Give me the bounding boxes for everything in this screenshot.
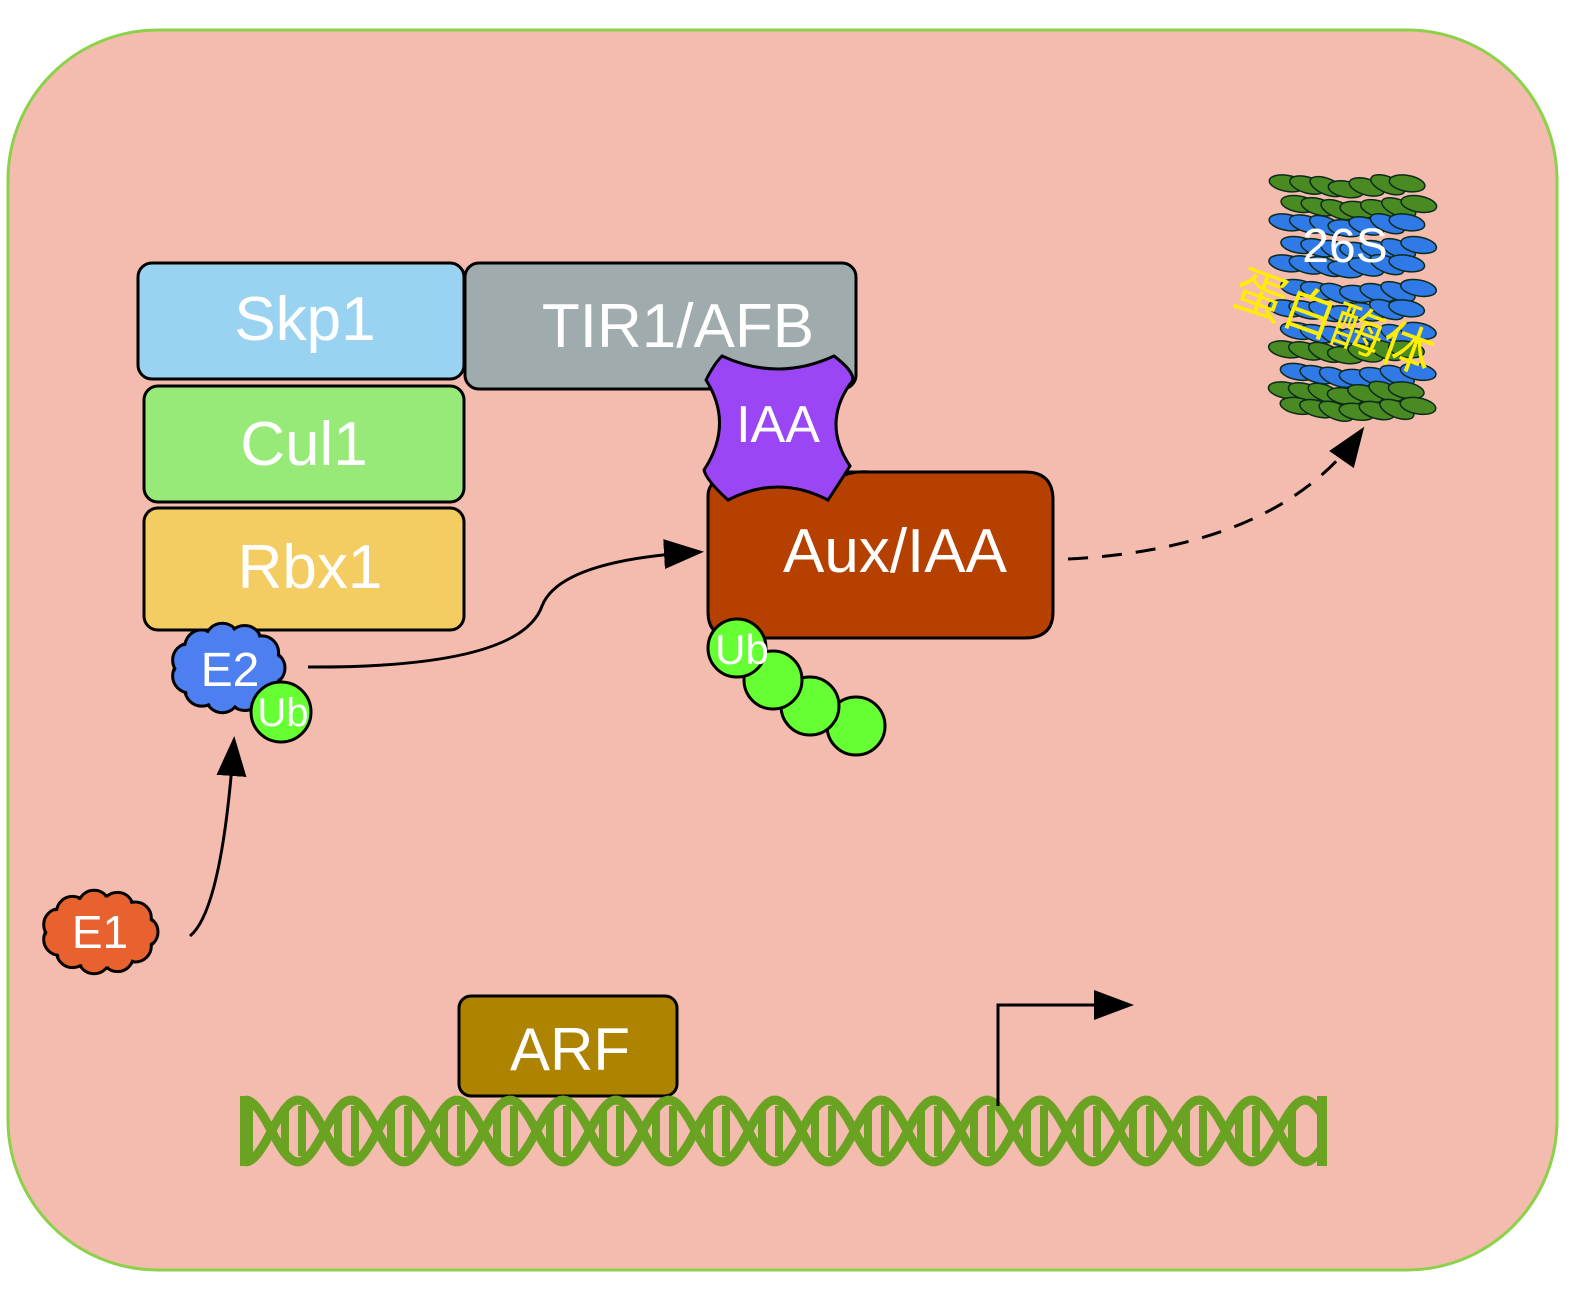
- cloud-lobe-fill: [58, 898, 87, 927]
- dna-end-cap: [240, 1096, 250, 1166]
- proteasome-subunit: [1399, 396, 1437, 416]
- dna-base-pair: [1129, 1106, 1137, 1156]
- arrow-e2-to-aux-iaa: [307, 539, 704, 669]
- arf-label: ARF: [510, 1016, 630, 1083]
- dna-base-pair: [987, 1106, 995, 1156]
- dna-base-pair: [387, 1106, 395, 1156]
- cloud-lobe-fill: [103, 941, 132, 970]
- cloud-lobe-fill: [121, 903, 150, 932]
- aux-iaa-box: Aux/IAA: [706, 470, 1055, 640]
- dna-base-pair: [1182, 1106, 1190, 1156]
- dna-base-pair: [1023, 1106, 1031, 1156]
- e2-enzyme: E2: [171, 621, 287, 715]
- ub-on-e2: Ub: [249, 680, 313, 744]
- dna-base-pair: [775, 1106, 783, 1156]
- dna-base-pair: [934, 1106, 942, 1156]
- dna-base-pair: [722, 1106, 730, 1156]
- tir1-afb-label: TIR1/AFB: [542, 292, 814, 361]
- proteasome-subunit: [1399, 278, 1438, 298]
- e1-label: E1: [72, 906, 128, 958]
- dna-base-pair: [811, 1106, 819, 1156]
- dna-base-pair: [599, 1106, 607, 1156]
- dna-helix: [240, 1095, 1327, 1167]
- dna-base-pair: [881, 1106, 889, 1156]
- e2-label: E2: [201, 644, 260, 697]
- e1-enzyme: E1: [42, 888, 160, 976]
- proteasome-subunit: [1399, 362, 1437, 382]
- arrow-aux-iaa-to-proteasome: [1067, 426, 1365, 561]
- dna-end-cap: [1317, 1096, 1327, 1166]
- dna-base-pair: [1235, 1106, 1243, 1156]
- dna-base-pair: [616, 1106, 624, 1156]
- proteasome-subunit: [1388, 174, 1426, 193]
- proteasome-subunit: [1399, 321, 1437, 341]
- dna-base-pair: [1076, 1106, 1084, 1156]
- skp1-box: Skp1: [136, 261, 466, 381]
- dna-base-pair: [281, 1106, 289, 1156]
- dna-strand: [244, 1095, 1326, 1167]
- dna-base-pair: [652, 1106, 660, 1156]
- cloud-lobe-fill: [80, 892, 109, 921]
- rbx1-label: Rbx1: [238, 533, 383, 602]
- dna-base-pair: [404, 1106, 412, 1156]
- dna-base-pair: [970, 1106, 978, 1156]
- dna-base-pair: [1093, 1106, 1101, 1156]
- aux-iaa-label: Aux/IAA: [783, 517, 1008, 586]
- dna-base-pair: [334, 1106, 342, 1156]
- proteasome-26s: 26S 蛋白酶体: [1226, 174, 1441, 423]
- dna-base-pair: [828, 1106, 836, 1156]
- dna-base-pair: [1252, 1106, 1260, 1156]
- dna-base-pair: [758, 1106, 766, 1156]
- iaa-molecule: IAA: [702, 354, 855, 502]
- cloud-lobe-fill: [207, 625, 238, 656]
- proteasome-subunit: [1388, 213, 1426, 232]
- proteasome-subunit: [1388, 254, 1426, 273]
- tir1-afb-box: TIR1/AFB: [463, 261, 858, 391]
- dna-strand: [244, 1095, 1326, 1167]
- proteasome-26s-label: 26S: [1302, 220, 1387, 273]
- cul1-label: Cul1: [240, 410, 368, 479]
- dna-base-pair: [298, 1106, 306, 1156]
- ub-e2-label: Ub: [257, 691, 308, 735]
- dna-base-pair: [705, 1106, 713, 1156]
- proteasome-subunit: [1388, 299, 1426, 318]
- cloud-lobe-fill: [80, 943, 109, 972]
- iaa-label: IAA: [736, 396, 820, 454]
- ub-chain-label: Ub: [715, 626, 769, 673]
- arf-box: ARF: [457, 994, 679, 1098]
- dna-base-pair: [440, 1106, 448, 1156]
- cloud-lobe-fill: [246, 637, 277, 668]
- dna-base-pair: [669, 1106, 677, 1156]
- dna-base-pair: [1040, 1106, 1048, 1156]
- dna-base-pair: [1146, 1106, 1154, 1156]
- dna-base-pair: [864, 1106, 872, 1156]
- dna-base-pair: [510, 1106, 518, 1156]
- dna-base-pair: [546, 1106, 554, 1156]
- rbx1-box: Rbx1: [142, 506, 466, 632]
- skp1-label: Skp1: [234, 285, 375, 354]
- transcription-start-arrow: [996, 990, 1134, 1106]
- dna-base-pair: [1199, 1106, 1207, 1156]
- proteasome-subunit: [1400, 194, 1438, 214]
- proteasome-subunit: [1387, 340, 1425, 359]
- ub-chain: Ub: [706, 617, 887, 757]
- dna-base-pair: [351, 1106, 359, 1156]
- dna-base-pair: [493, 1106, 501, 1156]
- cul1-box: Cul1: [142, 384, 466, 504]
- dna-base-pair: [1288, 1106, 1296, 1156]
- arrow-e1-to-e2: [189, 736, 247, 938]
- dna-base-pair: [457, 1106, 465, 1156]
- dna-base-pair: [917, 1106, 925, 1156]
- proteasome-subunit: [1400, 235, 1438, 255]
- dna-base-pair: [563, 1106, 571, 1156]
